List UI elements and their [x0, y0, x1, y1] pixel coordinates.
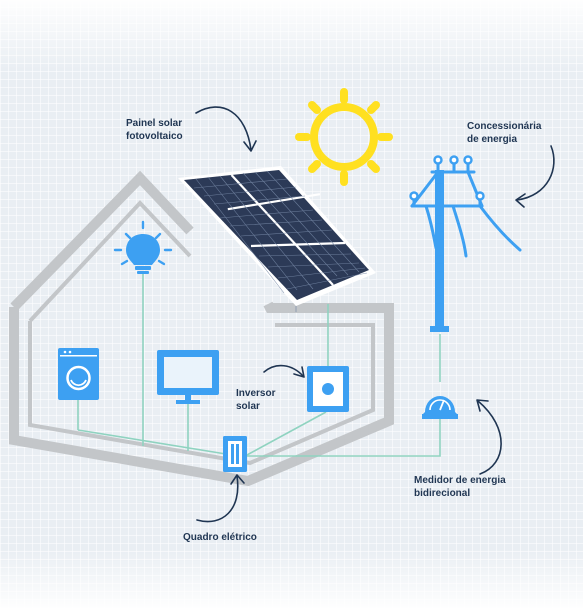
label-inverter-line2: solar	[236, 401, 260, 412]
electrical-panel-icon	[223, 436, 247, 472]
label-meter: Medidor de energia bidirecional	[414, 474, 506, 500]
wiring	[77, 272, 441, 457]
label-solar-panel-line1: Painel solar	[126, 118, 183, 129]
label-utility-line2: de energia	[467, 134, 518, 145]
label-solar-panel: Painel solar fotovoltaico	[126, 117, 183, 143]
utility-pole-icon	[410, 161, 522, 332]
washing-machine-icon	[58, 348, 99, 400]
label-meter-line2: bidirecional	[414, 488, 471, 499]
inverter-icon	[307, 366, 349, 412]
label-meter-line1: Medidor de energia	[414, 475, 506, 486]
label-inverter-line1: Inversor	[236, 388, 276, 399]
monitor-icon	[157, 350, 219, 404]
sun-icon	[295, 88, 393, 186]
label-utility: Concessionária de energia	[467, 120, 541, 146]
solar-panel-icon	[178, 166, 376, 312]
label-inverter: Inversor solar	[236, 387, 275, 413]
label-panel-board: Quadro elétrico	[183, 532, 257, 543]
label-solar-panel-line2: fotovoltaico	[126, 131, 183, 142]
label-utility-line1: Concessionária	[467, 121, 542, 132]
energy-meter-icon	[422, 396, 458, 419]
insulator-caps	[409, 155, 485, 201]
house-outline	[9, 170, 394, 487]
label-arrows	[195, 106, 555, 523]
light-bulb-icon	[113, 220, 173, 274]
